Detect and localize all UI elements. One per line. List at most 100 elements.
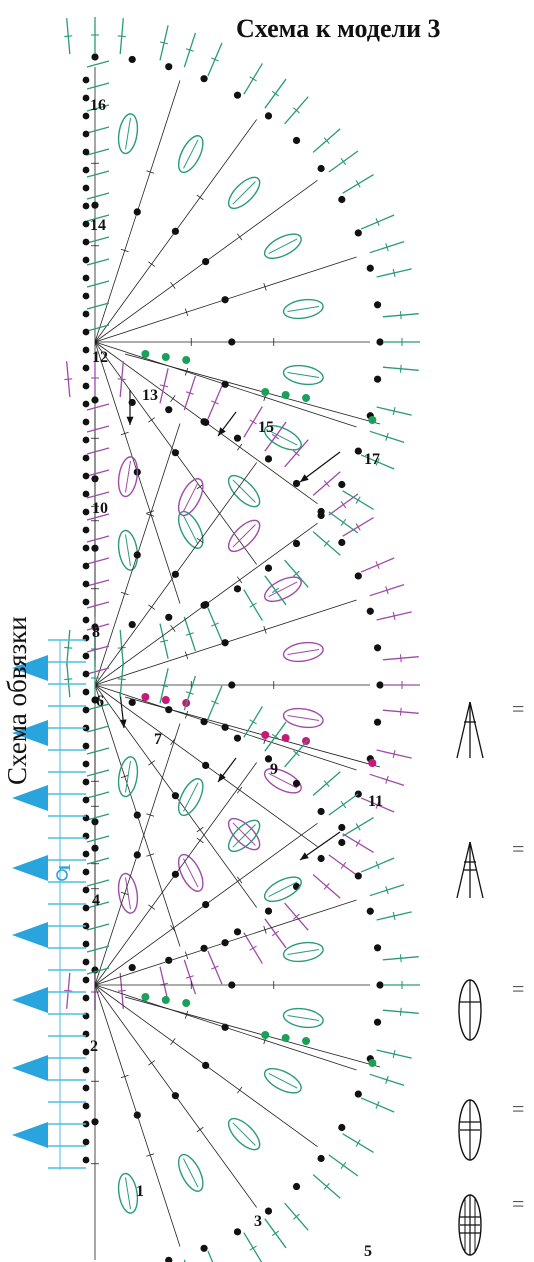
edge-stitch [86, 557, 110, 565]
puff-bar [183, 482, 199, 512]
chain-dot [82, 418, 90, 426]
chain-dot [366, 264, 374, 272]
chain-dot [202, 761, 210, 770]
chain-dot [292, 539, 301, 548]
edge-stitch [86, 148, 110, 156]
chain-tick [170, 624, 176, 632]
puff-bar [124, 460, 131, 493]
chain-dot [82, 796, 90, 804]
chain-dot [228, 981, 236, 989]
chain-tick [196, 837, 204, 844]
chain-dot [82, 166, 90, 174]
edge-stitch [86, 192, 110, 200]
stitch-cross [375, 861, 380, 869]
direction-arrow-head [218, 427, 226, 436]
edge-stitch [86, 126, 110, 134]
chain-dot [200, 418, 208, 426]
puff-oval [117, 529, 139, 571]
base-chain-line [124, 696, 381, 768]
chain-dot [82, 976, 90, 984]
stitch-cross [355, 823, 361, 831]
chain-tick [196, 1126, 204, 1133]
puff-oval [227, 474, 261, 508]
chain-dot [228, 681, 236, 689]
chain-tick [146, 853, 155, 857]
chain-dot [165, 956, 173, 964]
stitch-cross [293, 570, 300, 577]
chain-tick [146, 510, 155, 514]
row-number-label: 2 [90, 1038, 98, 1055]
chain-dot [264, 907, 273, 915]
chain-dot [366, 907, 374, 915]
puff-bar [124, 1177, 131, 1210]
stitch-cross [399, 1007, 402, 1016]
chain-dot [233, 585, 242, 593]
chain-dot [373, 301, 382, 309]
blue-arrow [12, 655, 48, 681]
chain-dot [128, 620, 136, 629]
stitch-cross [392, 268, 396, 277]
edging-caption: Схема обвязки [2, 616, 32, 785]
chain-tick [236, 876, 243, 884]
chain-dot [292, 479, 301, 488]
chain-tick [196, 194, 204, 201]
base-dot [141, 993, 150, 1001]
base-dot [141, 350, 150, 358]
chain-dot [82, 1156, 90, 1164]
puff-oval [177, 778, 204, 817]
chain-dot [200, 944, 208, 952]
stitch-cross [340, 157, 347, 166]
chain-tick [146, 170, 155, 174]
chain-tick [170, 1038, 176, 1046]
edge-stitch [86, 879, 110, 887]
stitch-cross [271, 1230, 280, 1237]
stitch-cross [271, 930, 280, 937]
chain-dot [202, 900, 210, 909]
chain-tick [170, 924, 176, 932]
base-dot [368, 416, 377, 424]
chain-dot [338, 838, 346, 847]
stitch-cross [117, 378, 126, 381]
chain-tick [236, 233, 243, 241]
stitch-cross [392, 407, 396, 416]
puff-bar [232, 524, 256, 548]
chain-dot [200, 1244, 208, 1252]
chain-dot [221, 939, 229, 947]
edge-stitch [86, 747, 110, 755]
puff-bar [268, 238, 298, 254]
chain-dot [221, 639, 229, 647]
chain-dot [82, 544, 90, 552]
base-dot [281, 1034, 290, 1042]
stitch-cross [64, 378, 73, 381]
stitch-cross [385, 886, 389, 895]
blue-arrow [12, 1055, 48, 1081]
chain-dot [82, 148, 90, 156]
chain-dot [200, 718, 208, 726]
stitch-cross [340, 518, 347, 527]
stitch-cross [340, 500, 347, 509]
edge-stitch [86, 258, 110, 266]
base-chain-line [124, 353, 381, 425]
base-dot [302, 394, 311, 402]
chain-tick [148, 760, 156, 766]
puff-bar [232, 822, 256, 846]
chain-dot [338, 195, 346, 204]
chain-dot [82, 508, 90, 516]
edge-stitch [86, 923, 110, 931]
puff-oval [282, 707, 324, 729]
chain-dot [91, 396, 99, 404]
chain-dot [165, 1256, 173, 1262]
chain-dot [82, 1066, 90, 1074]
puff-bar [124, 877, 131, 910]
base-dot [368, 759, 377, 767]
base-dot [261, 388, 270, 396]
base-dot [281, 734, 290, 742]
chain-tick [170, 395, 176, 403]
chain-tick [184, 308, 189, 317]
row-number-label: 4 [92, 892, 100, 909]
chain-tick [196, 537, 204, 544]
edge-stitch [86, 447, 110, 455]
chain-dot [171, 449, 180, 457]
stitch-cross [160, 384, 169, 388]
